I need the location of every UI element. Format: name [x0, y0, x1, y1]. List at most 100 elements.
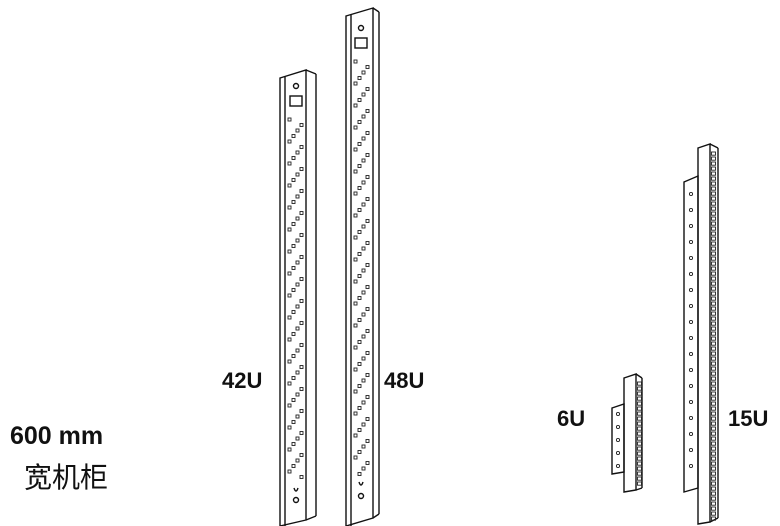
rail-6u-holes [615, 381, 642, 486]
rail-hole [353, 125, 358, 130]
mount-hole [688, 319, 694, 325]
rail-hole [295, 414, 300, 419]
rail-hole [711, 416, 716, 421]
rail-hole [711, 271, 716, 276]
rail-hole [287, 139, 292, 144]
rail-hole [287, 117, 292, 122]
rail-hole [365, 373, 370, 377]
rail-hole [637, 466, 642, 471]
rail-hole [711, 301, 716, 306]
rail-hole [361, 158, 366, 163]
rail-hole [711, 346, 716, 351]
rail-hole [299, 453, 304, 457]
rail-hole [353, 235, 358, 240]
rail-hole [711, 241, 716, 246]
rail-hole [299, 299, 304, 303]
rail-hole [365, 87, 370, 91]
rail-hole [365, 153, 370, 157]
mount-hole [615, 424, 621, 430]
rail-hole [711, 411, 716, 416]
rail-hole [637, 381, 642, 386]
rail-hole [357, 164, 362, 168]
rail-hole [357, 142, 362, 146]
rail-hole [295, 260, 300, 265]
rail-hole [711, 366, 716, 371]
rail-hole [291, 420, 296, 424]
rail-hole [711, 441, 716, 446]
rail-hole [637, 436, 642, 441]
rail-hole [711, 266, 716, 271]
rail-hole [365, 241, 370, 245]
rail-15u-drawing [683, 143, 719, 525]
rail-hole [711, 506, 716, 511]
rail-42u-drawing [279, 69, 317, 526]
rail-hole [711, 281, 716, 286]
rail-hole [291, 222, 296, 226]
rail-hole [711, 511, 716, 516]
rail-hole [353, 103, 358, 108]
rail-hole [711, 171, 716, 176]
rail-hole [711, 246, 716, 251]
rail-hole [711, 221, 716, 226]
rail-hole [711, 356, 716, 361]
rail-hole [711, 331, 716, 336]
rail-hole [357, 296, 362, 300]
rail-hole [711, 151, 716, 156]
rail-hole [357, 274, 362, 278]
rail-hole [711, 256, 716, 261]
rail-hole [637, 456, 642, 461]
rail-6u-drawing [611, 373, 643, 493]
rail-hole [711, 211, 716, 216]
rail-hole [711, 226, 716, 231]
rail-hole [291, 200, 296, 204]
rail-hole [357, 120, 362, 124]
mount-hole [688, 351, 694, 357]
rail-hole [711, 381, 716, 386]
rail-hole [637, 446, 642, 451]
rail-hole [295, 458, 300, 463]
rail-hole [291, 310, 296, 314]
mount-hole [615, 437, 621, 443]
rail-hole [711, 426, 716, 431]
mount-hole [688, 431, 694, 437]
rail-hole [365, 131, 370, 135]
rail-hole [711, 321, 716, 326]
rail-hole [295, 304, 300, 309]
rail-hole [365, 175, 370, 179]
rail-hole [287, 183, 292, 188]
mount-hole [688, 415, 694, 421]
rail-hole [353, 455, 358, 460]
rail-hole [711, 206, 716, 211]
rail-hole [295, 172, 300, 177]
rail-hole [357, 98, 362, 102]
rail-hole [361, 290, 366, 295]
rail-hole [711, 276, 716, 281]
rail-hole [711, 216, 716, 221]
rail-hole [295, 194, 300, 199]
rail-hole [361, 268, 366, 273]
rail-42u-holes [287, 117, 304, 479]
rail-label-42u: 42U [222, 368, 263, 393]
rail-hole [365, 65, 370, 69]
rail-hole [361, 136, 366, 141]
rail-hole [291, 244, 296, 248]
rail-hole [357, 472, 362, 476]
rail-hole [353, 345, 358, 350]
rail-15u-holes [688, 151, 716, 521]
rail-hole [287, 271, 292, 276]
rail-hole [711, 336, 716, 341]
rail-hole [295, 150, 300, 155]
rail-hole [361, 400, 366, 405]
rail-hole [287, 447, 292, 452]
rail-hole [711, 496, 716, 501]
mount-hole [688, 399, 694, 405]
rail-hole [637, 461, 642, 466]
rail-hole [365, 109, 370, 113]
rail-hole [287, 249, 292, 254]
rail-hole [353, 213, 358, 218]
rail-hole [711, 471, 716, 476]
mount-hole [688, 191, 694, 197]
rail-hole [637, 471, 642, 476]
rail-hole [711, 421, 716, 426]
rail-hole [637, 386, 642, 391]
